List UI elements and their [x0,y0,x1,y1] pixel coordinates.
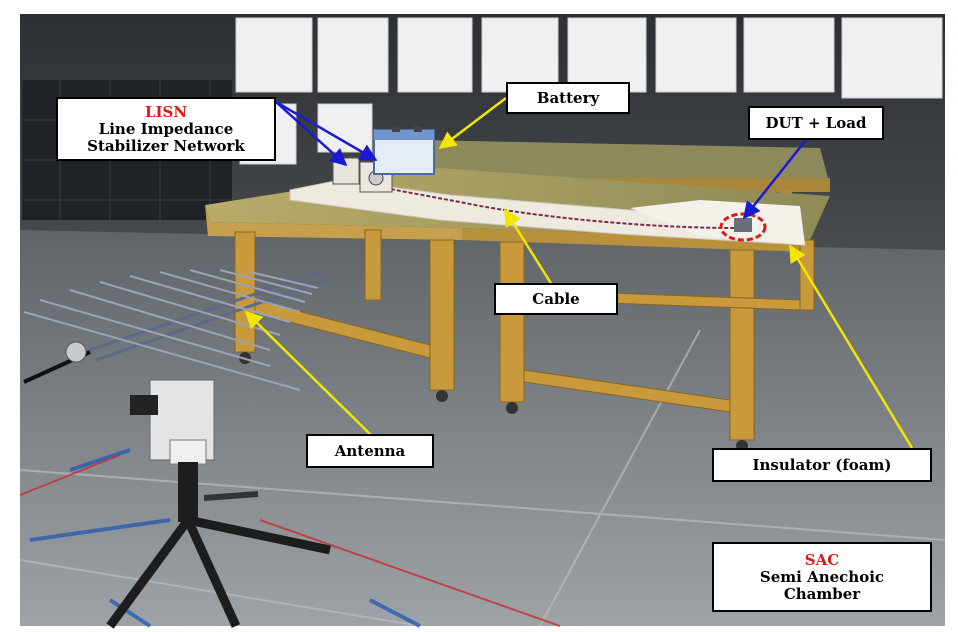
antenna-text: Antenna [334,441,406,460]
absorber-panels [235,17,943,165]
dut-device [734,218,752,232]
lisn-acronym: LISN [144,102,188,121]
battery-label: Battery [506,82,630,114]
battery-unit [373,126,435,175]
annotation-arrows [244,97,914,449]
dut-label: DUT + Load [748,106,884,140]
antenna-label: Antenna [306,434,434,468]
cable-label: Cable [494,283,618,315]
insulator-label: Insulator (foam) [712,448,932,482]
antenna [89,270,326,362]
dut-text: DUT + Load [765,113,867,132]
lisn-line1: Line Impedance [98,119,234,138]
insulator-text: Insulator (foam) [752,455,892,474]
sac-acronym: SAC [804,550,840,569]
sac-label: SAC Semi Anechoic Chamber [712,542,932,612]
cable-text: Cable [532,289,580,308]
lisn-line2: Stabilizer Network [87,136,245,155]
table-legs [234,229,815,441]
battery-text: Battery [536,88,600,107]
sac-line2: Chamber [783,584,861,603]
antenna-tripod [106,379,331,629]
lisn-label: LISN Line Impedance Stabilizer Network [56,97,276,161]
sac-line1: Semi Anechoic [759,567,885,586]
